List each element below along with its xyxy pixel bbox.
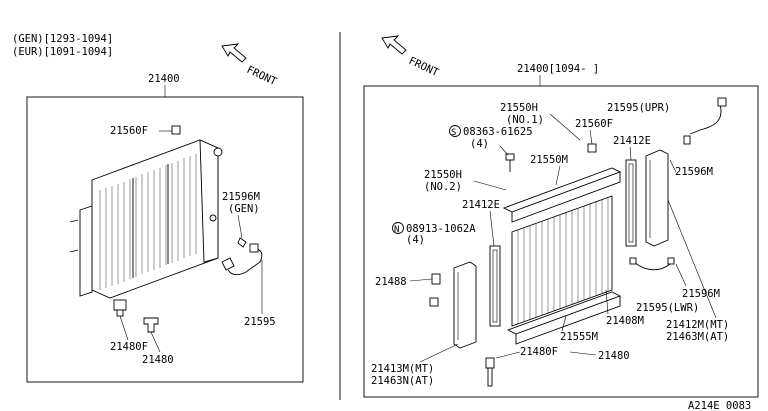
top-seal	[625, 159, 637, 247]
left-seal-label: 21412E	[462, 199, 500, 211]
eur-applicability: (EUR)[1091-1094]	[12, 46, 113, 58]
tank-left-at-label: 21463N(AT)	[371, 375, 434, 387]
left-drain-plug-label: 21480	[142, 354, 174, 366]
drain-plug-icon	[143, 317, 159, 333]
lower-harness-label: 21595(LWR)	[636, 302, 699, 314]
front-arrow-icon	[221, 43, 247, 63]
right-assembly-frame	[363, 85, 759, 398]
upper-tank-label: 21550M	[530, 154, 568, 166]
right-cap-label: 21560F	[575, 118, 613, 130]
right-panel: FRONT 21400[1094- ]	[363, 35, 759, 398]
harness-icon	[221, 243, 263, 276]
fitting-label: 21488	[375, 276, 407, 288]
right-assembly-label: 21400[1094- ]	[517, 63, 599, 75]
nut-label: 08913-1062A	[406, 223, 476, 235]
bolt-icon	[505, 153, 515, 172]
bolt-symbol: S	[451, 128, 456, 138]
drain-cock-icon	[113, 299, 127, 317]
right-drain-cock-label: 21480F	[520, 346, 558, 358]
cap-icon	[587, 143, 597, 153]
front-arrow-icon	[381, 35, 407, 55]
nut-qty: (4)	[406, 234, 425, 246]
left-seal	[489, 245, 501, 327]
left-front-label: FRONT	[245, 64, 279, 89]
right-drain-plug-label: 21480	[598, 350, 630, 362]
radiator-core	[511, 195, 613, 327]
gen-applicability: (GEN)[1293-1094]	[12, 33, 113, 45]
cap-icon	[171, 125, 181, 135]
left-assembly-label: 21400	[148, 73, 180, 85]
nut-symbol-circle	[392, 222, 404, 234]
left-drain-cock-label: 21480F	[110, 341, 148, 353]
left-switch-label: 21596M	[222, 191, 260, 203]
upper-harness-label: 21595(UPR)	[607, 102, 670, 114]
right-front-label: FRONT	[407, 55, 441, 80]
switch-lower-label: 21596M	[682, 288, 720, 300]
bolt-label: 08363-61625	[463, 126, 533, 138]
right-side-tank	[645, 149, 669, 247]
bolt-qty: (4)	[470, 138, 489, 150]
tank-left-mt-label: 21413M(MT)	[371, 363, 434, 375]
tank-right-mt-label: 21412M(MT)	[666, 319, 729, 331]
nut-symbol: N	[394, 225, 399, 235]
diagram-code: A214E 0083	[688, 400, 751, 411]
bolt-symbol-circle	[449, 125, 461, 137]
bracket-no1-note: (NO.1)	[506, 114, 544, 126]
left-cap-label: 21560F	[110, 125, 148, 137]
lower-tank-label: 21555M	[560, 331, 598, 343]
left-harness-label: 21595	[244, 316, 276, 328]
tank-right-at-label: 21463M(AT)	[666, 331, 729, 343]
lower-tank	[506, 291, 622, 345]
switch-icon	[237, 237, 247, 248]
switch-label: 21596M	[675, 166, 713, 178]
radiator-assembly	[69, 139, 223, 299]
bracket-no1-label: 21550H	[500, 102, 538, 114]
core-label: 21408M	[606, 315, 644, 327]
upper-tank	[502, 167, 622, 223]
upper-harness-icon	[683, 97, 727, 145]
bracket-no2-note: (NO.2)	[424, 181, 462, 193]
left-panel: FRONT 21400	[26, 43, 304, 383]
left-side-tank	[453, 261, 477, 349]
left-switch-note: (GEN)	[228, 203, 260, 215]
bracket-no2-label: 21550H	[424, 169, 462, 181]
top-seal-label: 21412E	[613, 135, 651, 147]
drain-plug-icon	[485, 357, 495, 387]
left-assembly-frame	[26, 96, 304, 383]
lower-harness-icon	[629, 257, 675, 271]
